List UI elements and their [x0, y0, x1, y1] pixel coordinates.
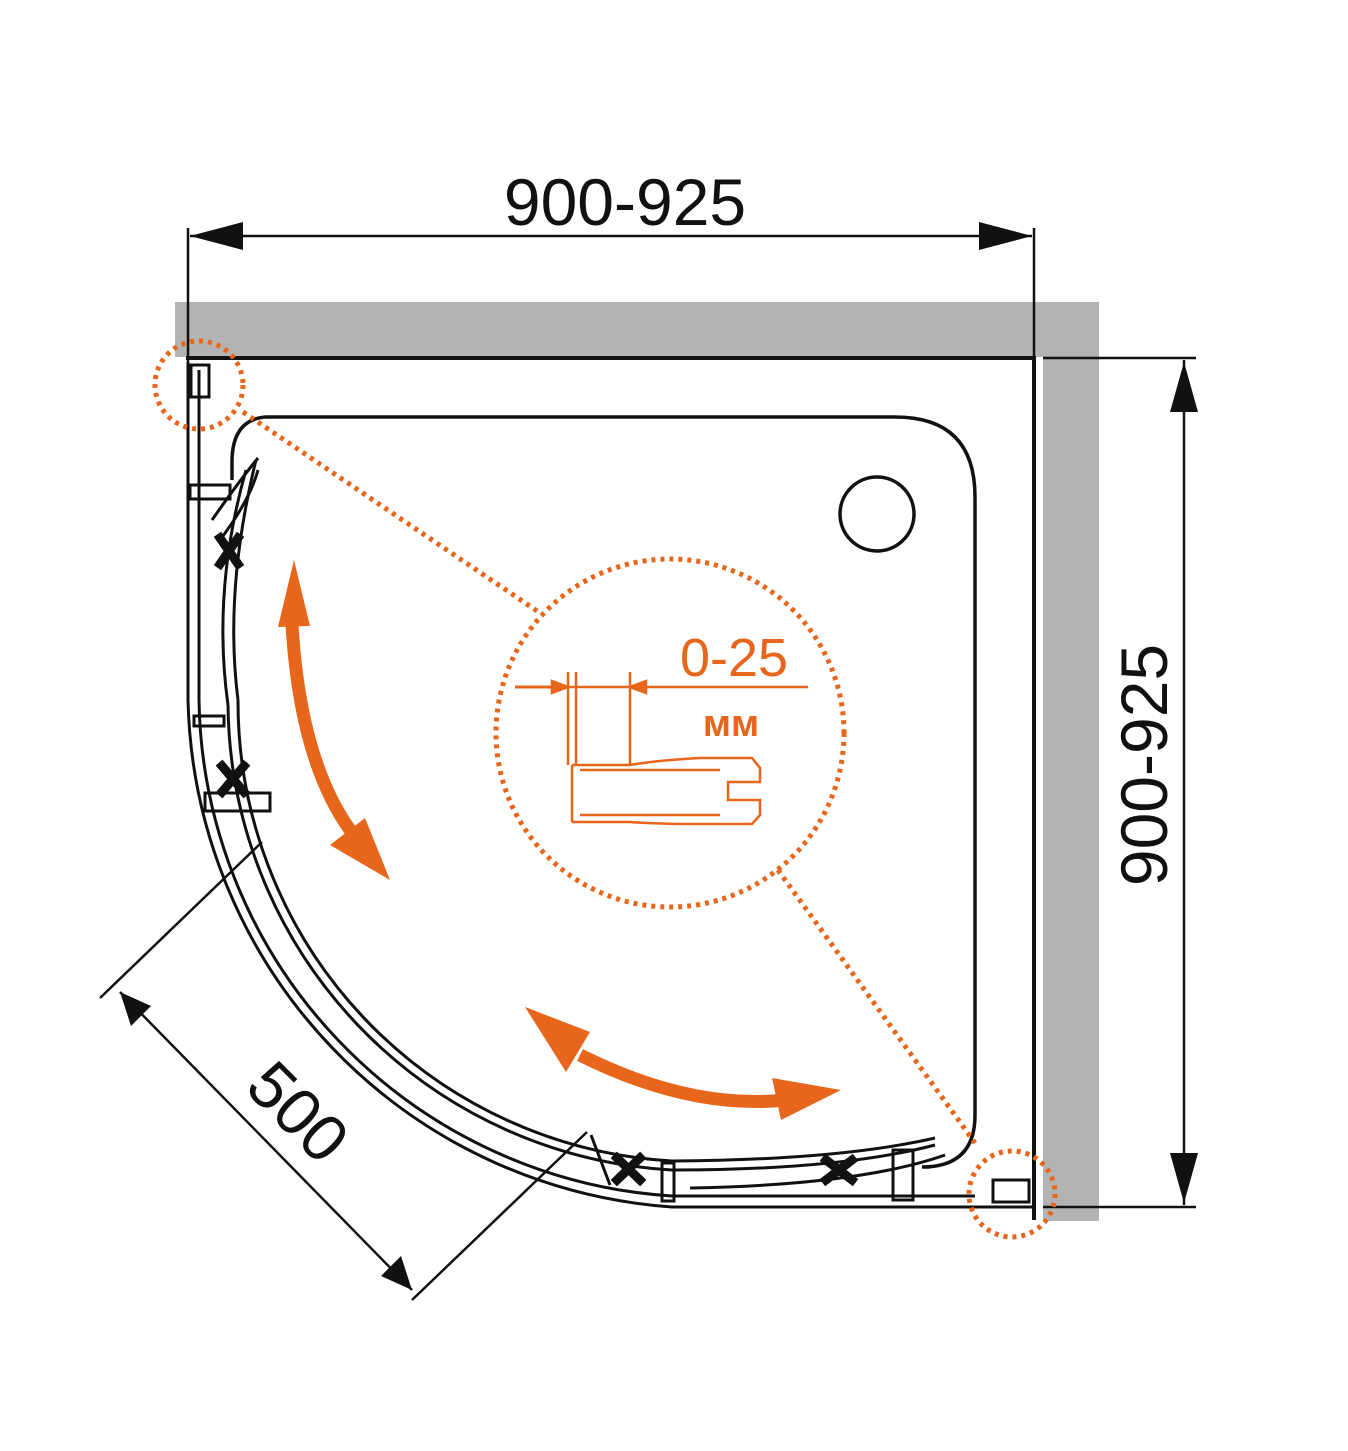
callout-top-left [152, 338, 246, 432]
drain-circle [838, 475, 916, 553]
depth-label: 900-925 [1107, 644, 1181, 886]
door-handles [213, 531, 859, 1187]
handle-bottom-right [819, 1153, 859, 1187]
width-label: 900-925 [504, 165, 746, 239]
callout-bottom-right [966, 1148, 1058, 1240]
horizontal-sliding-arrow [525, 1007, 841, 1120]
dimension-depth [1043, 356, 1198, 1209]
detail-magnifier [493, 556, 847, 910]
shower-tray [265, 415, 977, 1169]
handle-lower-left [215, 759, 251, 799]
unit-label: мм [703, 703, 759, 745]
enclosure-outline [186, 356, 1036, 1220]
sliding-direction-arrows [278, 560, 841, 1120]
vertical-sliding-arrow [278, 560, 390, 880]
detail-callouts [152, 338, 1058, 1240]
side-wall [1043, 302, 1099, 1221]
handle-upper-left [213, 531, 245, 571]
dimension-door-opening [99, 841, 588, 1301]
profile-detail [515, 672, 808, 826]
dimension-width [186, 222, 1036, 420]
back-wall [175, 302, 1099, 357]
door-opening-label: 500 [233, 1047, 363, 1177]
wall-shading [175, 302, 1099, 1221]
adjustment-range-label: 0-25 [680, 628, 788, 688]
handle-bottom-left [610, 1151, 647, 1187]
